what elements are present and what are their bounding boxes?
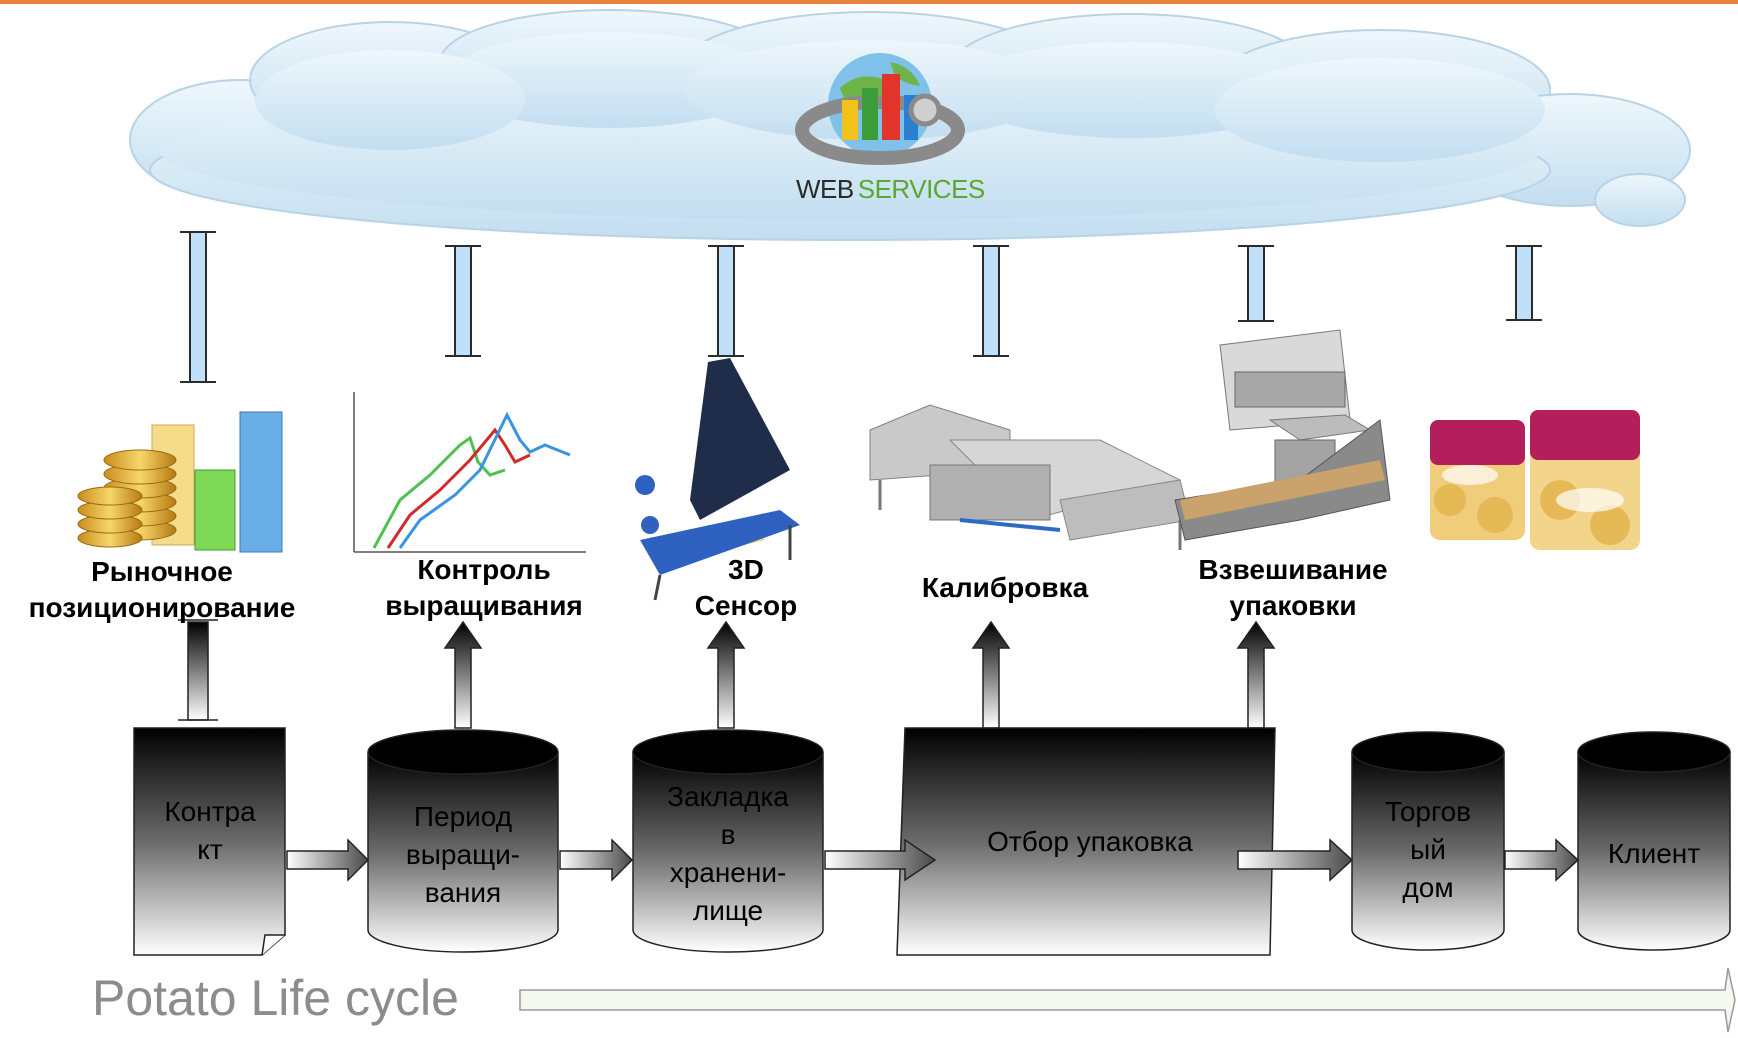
- function-label-calibration-line1: Калибровка: [921, 572, 1089, 603]
- function-label-growing-control-line1: Контроль: [417, 554, 551, 585]
- stage-storage-shape: [632, 729, 824, 953]
- stage-label-growing: Период выращи- вания: [368, 798, 558, 912]
- 3d-sensor-conveyor-icon: [635, 358, 800, 601]
- top-accent-bar: [0, 0, 1738, 4]
- stage-label-trading-house-line1: Торгов: [1384, 796, 1472, 827]
- function-label-weighing-line1: Взвешивание: [1198, 554, 1388, 585]
- stage-label-trading-house: Торгов ый дом: [1352, 793, 1504, 907]
- arrow-contract-to-market: [178, 619, 218, 721]
- growth-line-chart-icon: [353, 392, 586, 553]
- stage-label-storage-line4: лище: [692, 895, 764, 926]
- arrow-growing-to-storage: [559, 838, 634, 882]
- arrow-contract-to-growing: [286, 838, 370, 882]
- stage-label-storage: Закладка в хранени- лище: [633, 778, 823, 930]
- stage-label-growing-line3: вания: [424, 877, 502, 908]
- stage-label-trading-house-line2: ый: [1410, 834, 1446, 865]
- arrow-storage-to-sensor: [706, 620, 746, 729]
- stage-label-contract-line1: Контра: [164, 796, 256, 827]
- arrow-storage-to-packing: [824, 838, 937, 882]
- stage-client-shape: [1577, 731, 1731, 951]
- function-label-calibration: Калибровка: [890, 570, 1120, 606]
- web-services-globe-icon: [795, 53, 965, 165]
- function-label-3d-sensor-line2: Сенсор: [694, 590, 798, 621]
- stage-contract-shape: [133, 727, 286, 956]
- stage-label-storage-line3: хранени-: [669, 857, 787, 888]
- stage-label-trading-house-line3: дом: [1402, 872, 1454, 903]
- function-label-weighing-line2: упаковки: [1229, 590, 1357, 621]
- arrow-packing-to-calibration: [971, 620, 1011, 729]
- stage-packing-shape: [896, 727, 1276, 956]
- coins-bar-chart-icon: [77, 411, 283, 553]
- stage-label-client-line1: Клиент: [1607, 838, 1701, 869]
- function-label-weighing: Взвешивание упаковки: [1168, 552, 1418, 624]
- function-label-growing-control-line2: выращивания: [385, 590, 583, 621]
- stage-label-growing-line2: выращи-: [405, 839, 521, 870]
- web-services-title-part2: SERVICES: [857, 174, 986, 204]
- stage-label-contract: Контра кт: [140, 793, 280, 869]
- lifecycle-label: Potato Life cycle: [92, 970, 459, 1026]
- stage-label-contract-line2: кт: [197, 834, 223, 865]
- function-label-3d-sensor-line1: 3D: [728, 554, 764, 585]
- stage-label-storage-line1: Закладка: [667, 781, 789, 812]
- arrow-packing-to-weighing: [1236, 620, 1276, 729]
- arrow-packing-to-trading: [1237, 838, 1354, 882]
- arrow-growing-to-control: [443, 620, 483, 729]
- function-label-market: Рыночное позиционирование: [0, 554, 324, 626]
- function-label-market-line1: Рыночное: [91, 556, 233, 587]
- lifecycle-arrow: [519, 967, 1736, 1033]
- arrow-trading-to-client: [1504, 838, 1580, 882]
- stage-label-growing-line1: Период: [413, 801, 513, 832]
- stage-label-packing: Отбор упаковка: [935, 823, 1245, 861]
- function-label-market-line2: позиционирование: [28, 592, 296, 623]
- potato-bags-icon: [1430, 410, 1640, 550]
- stage-label-packing-line1: Отбор упаковка: [987, 826, 1193, 857]
- weighing-packing-machine-icon: [1174, 329, 1391, 541]
- function-label-3d-sensor: 3D Сенсор: [666, 552, 826, 624]
- function-label-growing-control: Контроль выращивания: [364, 552, 604, 624]
- stage-label-storage-line2: в: [720, 819, 736, 850]
- stage-trading-house-shape: [1351, 731, 1505, 951]
- cloud-connectors: [180, 231, 1542, 383]
- web-services-title-part1: WEB: [796, 174, 854, 204]
- stage-label-client: Клиент: [1578, 835, 1730, 873]
- stage-growing-shape: [367, 729, 559, 953]
- calibration-machine-icon: [869, 404, 1191, 550]
